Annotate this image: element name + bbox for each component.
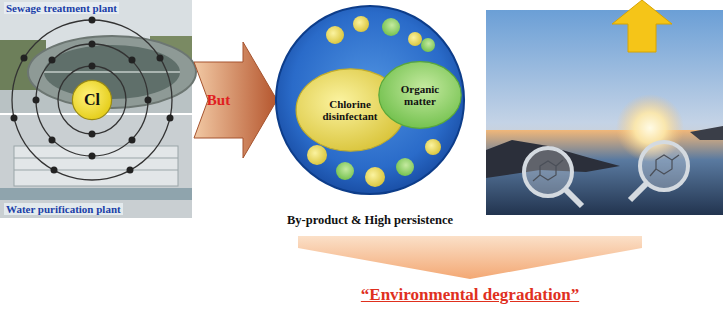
- electrons-part: [157, 55, 164, 62]
- molecule-dot: [382, 18, 400, 36]
- chlorine-atom-fill: [72, 80, 111, 119]
- chlorine-atom: Cl: [72, 80, 112, 120]
- electrons-part: [49, 137, 56, 144]
- magnifier-part: [630, 183, 647, 200]
- plant-photo-part: [0, 0, 192, 218]
- element-symbol: Cl: [84, 91, 100, 109]
- reaction-circle-outline-part: [276, 6, 464, 194]
- electrons-part: [49, 57, 56, 64]
- result-heading: By-product & High persistence: [215, 214, 525, 228]
- molecule-part: [540, 161, 556, 180]
- plant-photo: [0, 0, 196, 218]
- molecule-dot: [408, 32, 422, 46]
- sea-photo: [486, 0, 723, 215]
- electrons-part: [167, 115, 174, 122]
- molecule-dot: [421, 38, 435, 52]
- electron-shells: [12, 20, 172, 180]
- electrons-part: [127, 167, 134, 174]
- conclusion-label: “Environmental degradation”: [361, 285, 579, 305]
- molecule-dot: [396, 158, 414, 176]
- magnifier: [524, 142, 688, 206]
- plant-photo-part: [14, 170, 178, 171]
- electrons-part: [129, 137, 136, 144]
- molecule-part: [533, 175, 540, 181]
- sea-photo-part: [690, 126, 723, 140]
- electron-shells-part: [12, 20, 172, 180]
- magnifier-part: [565, 189, 582, 206]
- molecule-dot: [353, 16, 369, 32]
- sea-photo-part: [486, 10, 723, 215]
- blob-label: Organic matter: [388, 83, 452, 107]
- organic-blob-fill: [379, 62, 461, 129]
- molecule-dot: [336, 162, 354, 180]
- photo-caption: Sewage treatment plant: [4, 2, 119, 14]
- organic-blob: Organic matter: [378, 61, 462, 129]
- edge-label: But: [207, 92, 230, 109]
- sea-photo-part: [486, 130, 723, 215]
- electron-shells-part: [58, 66, 126, 134]
- plant-photo-part: [14, 158, 178, 159]
- molecule-part: [672, 155, 679, 160]
- down-chevron: [298, 236, 642, 279]
- molecule-dot: [365, 167, 385, 187]
- reaction-circle: By-product & High persistenceChlorine di…: [275, 5, 465, 195]
- electrons-part: [33, 97, 40, 104]
- molecule-dot: [307, 145, 327, 165]
- plant-photo-part: [0, 188, 192, 200]
- magnifier-part: [524, 148, 572, 196]
- electrons: [11, 17, 174, 174]
- molecule: [533, 155, 679, 181]
- up-arrow: [612, 0, 672, 52]
- electrons-part: [89, 153, 96, 160]
- molecule-part: [650, 169, 656, 176]
- molecule-dot: [425, 139, 441, 155]
- electrons-part: [89, 131, 96, 138]
- electrons-part: [89, 17, 96, 24]
- photo-caption: Water purification plant: [4, 203, 123, 215]
- plant-photo-part: [0, 114, 192, 218]
- electrons-part: [145, 97, 152, 104]
- electron-shells-part: [36, 44, 148, 156]
- electrons-part: [21, 55, 28, 62]
- molecule-part: [556, 160, 563, 166]
- electrons-part: [89, 63, 96, 70]
- photo-panel: Sewage treatment plantWater purification…: [0, 0, 192, 218]
- molecule-dot: [326, 26, 344, 44]
- block-arrow: [194, 42, 277, 158]
- molecule-part: [656, 155, 672, 174]
- electrons-part: [89, 41, 96, 48]
- electrons-part: [51, 167, 58, 174]
- electrons-part: [129, 57, 136, 64]
- electrons-part: [11, 115, 18, 122]
- magnifier-part: [640, 142, 688, 190]
